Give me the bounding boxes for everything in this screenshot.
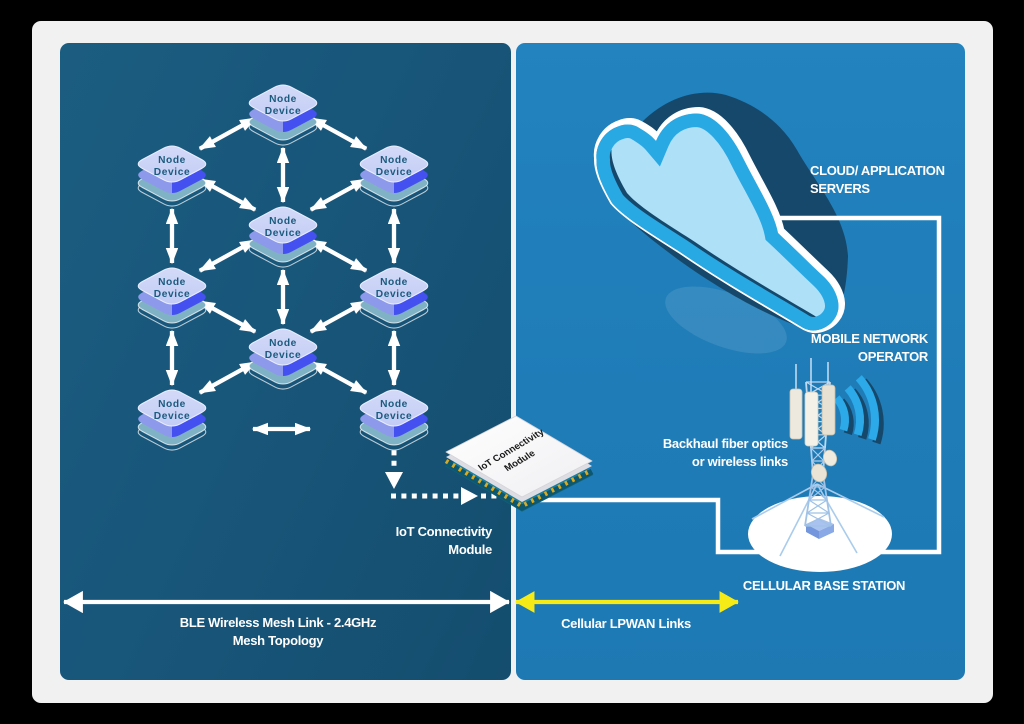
- svg-text:OPERATOR: OPERATOR: [858, 349, 929, 364]
- svg-text:MOBILE NETWORK: MOBILE NETWORK: [811, 331, 929, 346]
- svg-text:or wireless links: or wireless links: [692, 454, 788, 469]
- svg-text:IoT Connectivity: IoT Connectivity: [396, 524, 493, 539]
- svg-text:Cellular LPWAN Links: Cellular LPWAN Links: [561, 616, 691, 631]
- svg-text:CELLULAR BASE STATION: CELLULAR BASE STATION: [743, 578, 905, 593]
- svg-text:CLOUD/ APPLICATION: CLOUD/ APPLICATION: [810, 163, 945, 178]
- svg-text:Backhaul fiber optics: Backhaul fiber optics: [663, 436, 788, 451]
- svg-text:BLE Wireless Mesh Link - 2.4GH: BLE Wireless Mesh Link - 2.4GHz: [180, 615, 377, 630]
- svg-text:Mesh Topology: Mesh Topology: [233, 633, 325, 648]
- svg-text:Module: Module: [448, 542, 492, 557]
- svg-text:SERVERS: SERVERS: [810, 181, 870, 196]
